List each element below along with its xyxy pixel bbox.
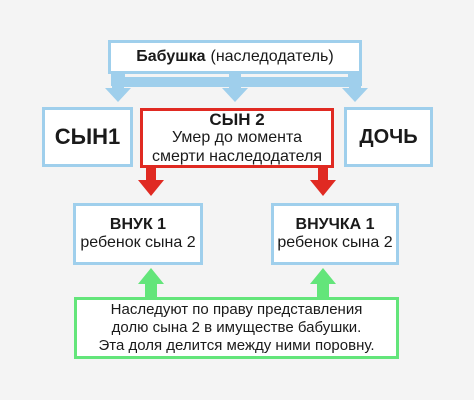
blue-arrow-daughter-head	[342, 88, 368, 102]
son2-title: СЫН 2	[209, 109, 265, 129]
blue-arrow-daughter-shaft	[349, 82, 361, 90]
daughter-title: ДОЧЬ	[359, 125, 418, 148]
grandmother-title: Бабушка	[136, 47, 206, 65]
red-arrow-granddaughter-head	[310, 180, 336, 196]
grandmother-subtitle: (наследодатель)	[210, 47, 334, 65]
son1-title: СЫН1	[54, 124, 121, 150]
representation-note-box: Наследуют по праву представления долю сы…	[74, 297, 399, 359]
note-line1: Наследуют по праву представления	[110, 301, 363, 318]
note-line3: Эта доля делится между ними поровну.	[98, 337, 375, 354]
grandson-subtitle: ребенок сына 2	[80, 234, 196, 251]
red-connector-right	[318, 166, 328, 182]
blue-arrow-son1-head	[105, 88, 131, 102]
son2-line2: смерти наследодателя	[151, 147, 323, 165]
green-arrow-granddaughter-shaft	[317, 283, 329, 299]
blue-arrow-son2-shaft	[229, 74, 241, 90]
granddaughter-box: ВНУЧКА 1 ребенок сына 2	[271, 203, 399, 265]
grandson-box: ВНУК 1 ребенок сына 2	[73, 203, 203, 265]
daughter-box: ДОЧЬ	[344, 107, 433, 167]
red-connector-left	[146, 166, 156, 182]
red-arrow-grandson-head	[138, 180, 164, 196]
green-arrow-grandson-head	[138, 268, 164, 284]
blue-arrow-son2-head	[222, 88, 248, 102]
note-line2: долю сына 2 в имуществе бабушки.	[111, 319, 362, 336]
grandson-title: ВНУК 1	[109, 215, 167, 233]
granddaughter-subtitle: ребенок сына 2	[277, 234, 393, 251]
green-arrow-grandson-shaft	[145, 283, 157, 299]
grandmother-box: Бабушка (наследодатель)	[108, 40, 362, 74]
granddaughter-title: ВНУЧКА 1	[295, 215, 375, 233]
son1-box: СЫН1	[42, 107, 133, 167]
green-arrow-granddaughter-head	[310, 268, 336, 284]
son2-line1: Умер до момента	[171, 129, 303, 147]
son2-box: СЫН 2 Умер до момента смерти наследодате…	[140, 108, 334, 168]
blue-arrow-son1-shaft	[112, 82, 124, 90]
